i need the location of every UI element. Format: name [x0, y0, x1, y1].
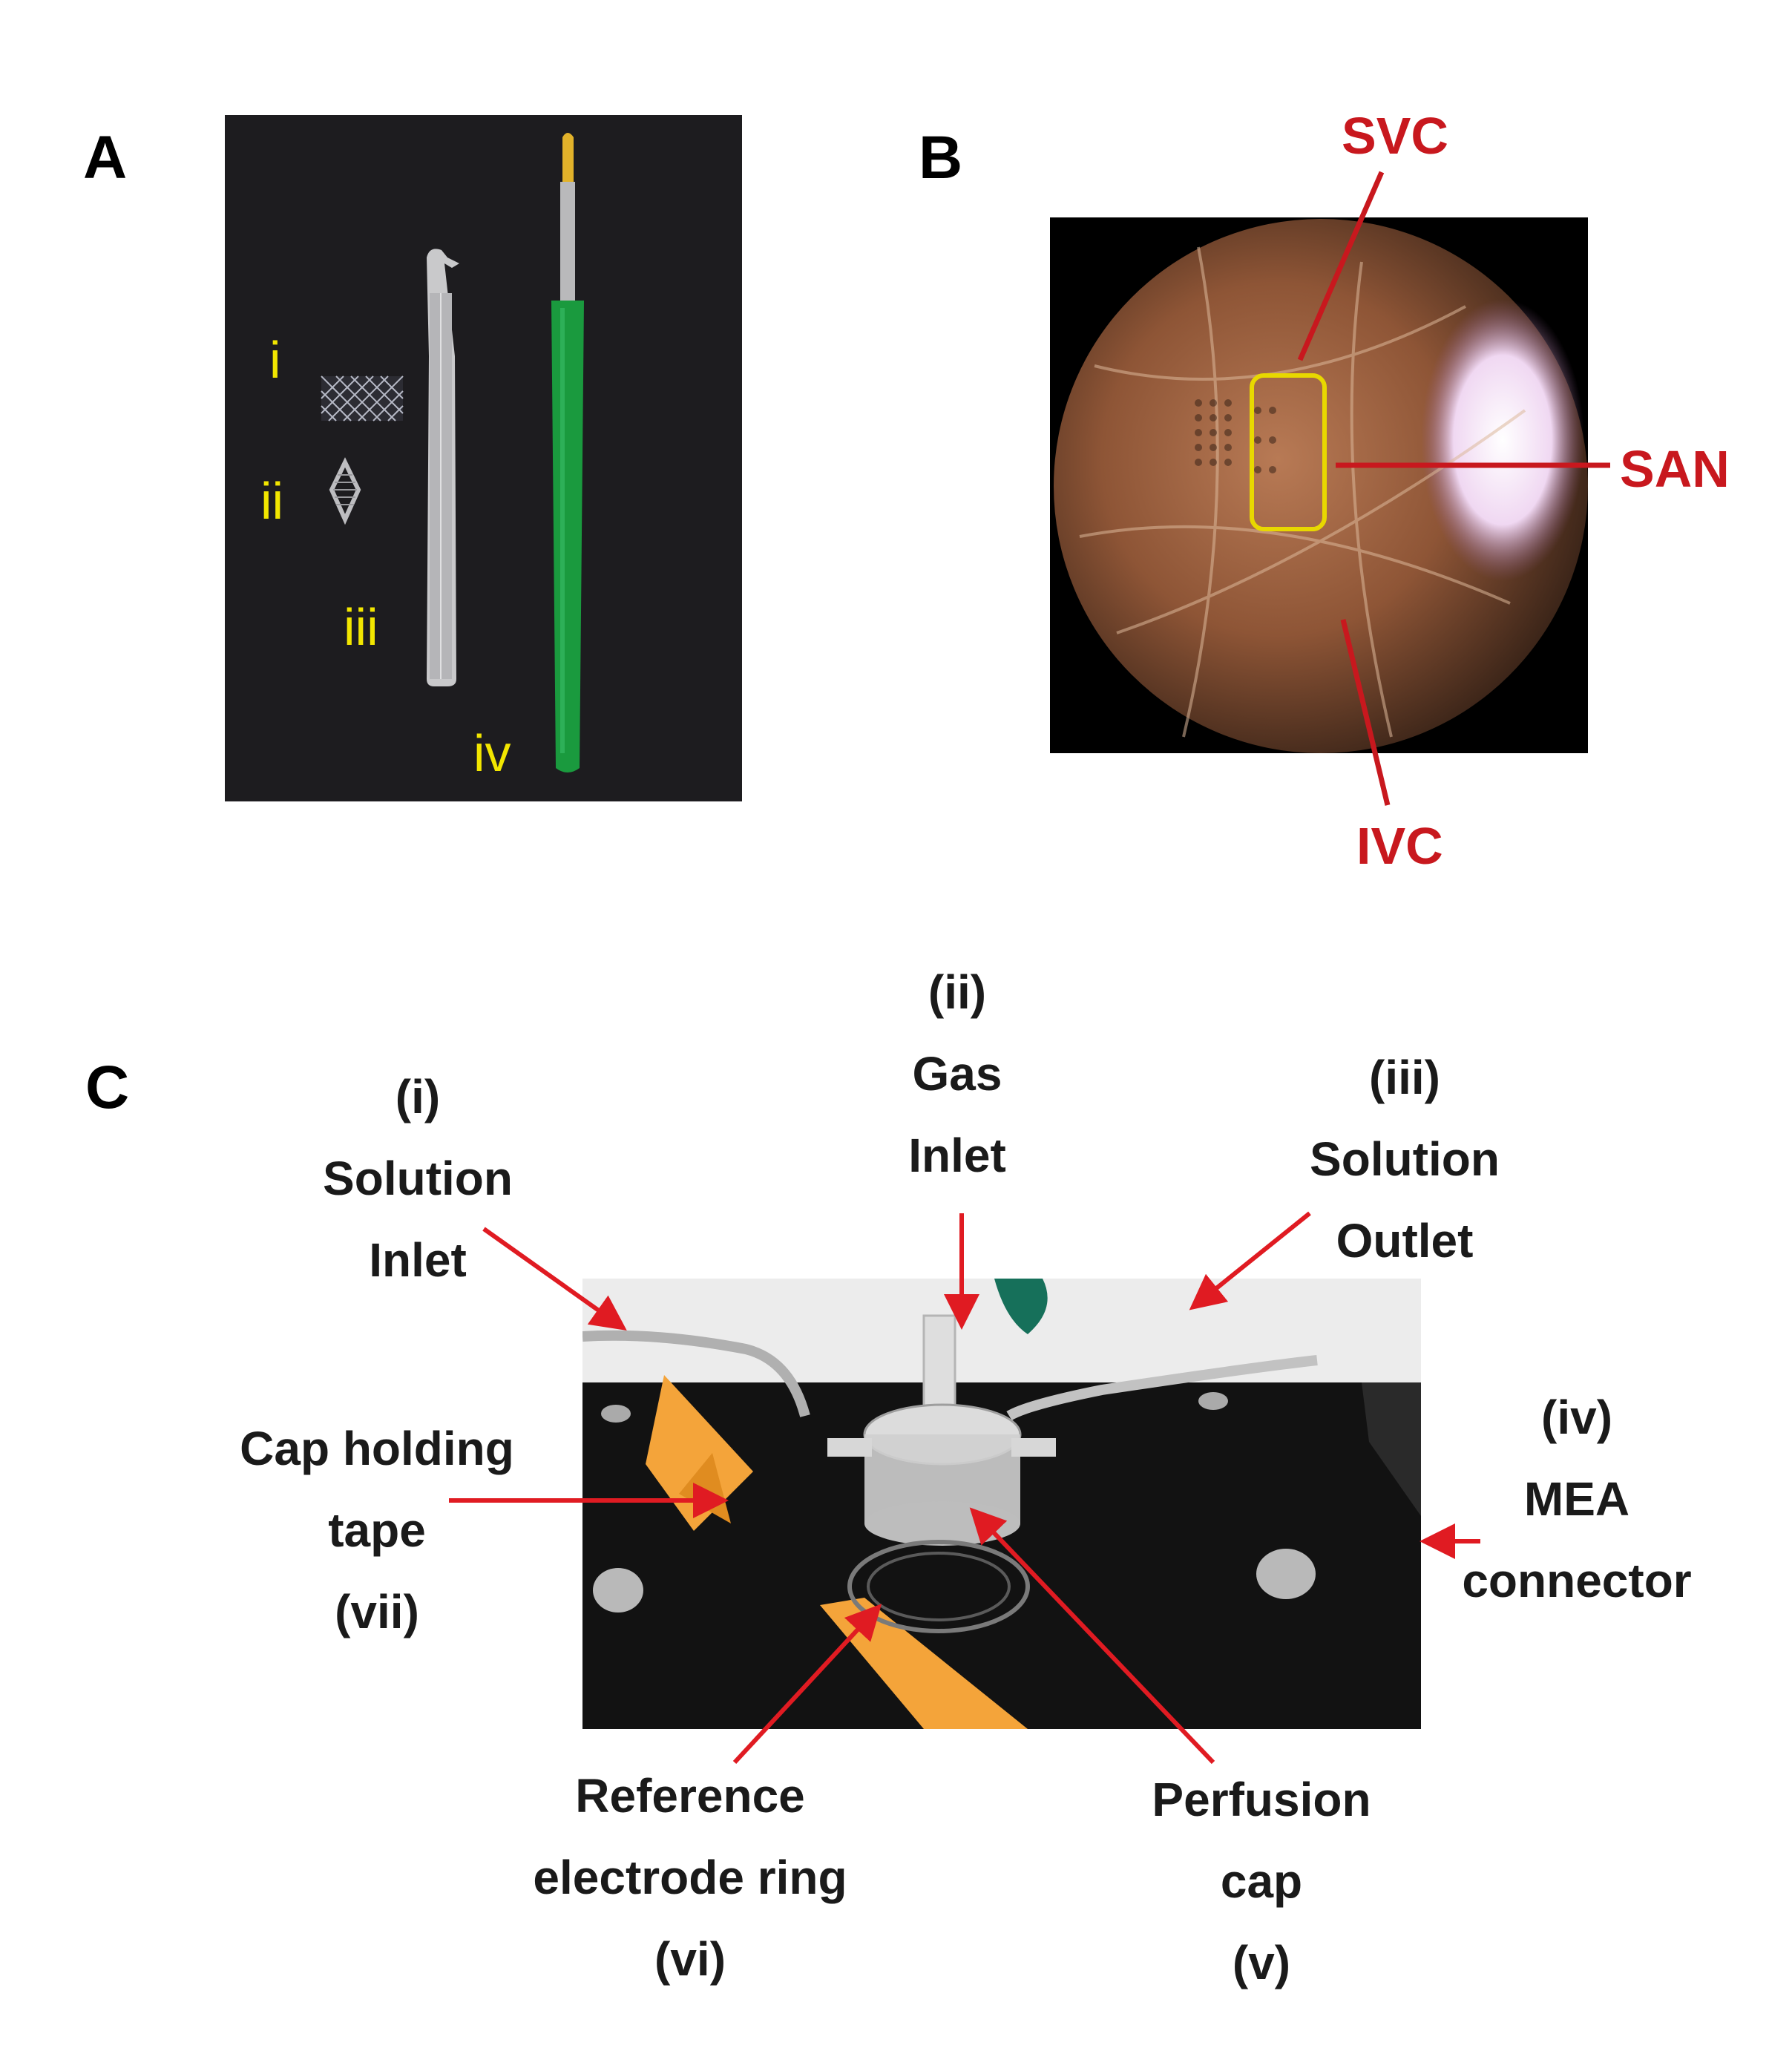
item-label-iv: iv [473, 724, 511, 782]
perfusion-setup-illustration [582, 1279, 1421, 1729]
solution-outlet-label: (iii) Solution Outlet [1256, 1037, 1553, 1282]
gas-inlet-label: (ii) Gas Inlet [809, 951, 1106, 1196]
reference-ring-line1: Reference [575, 1769, 805, 1823]
paint-brush [551, 133, 584, 772]
tweezers [427, 249, 459, 686]
reference-ring-label: Reference electrode ring (vi) [505, 1755, 876, 2000]
tissue-micrograph [1054, 219, 1588, 753]
cap-tape-line2: tape [328, 1503, 426, 1557]
mea-connector-label: (iv) MEA connector [1428, 1377, 1725, 1621]
panel-b-micrograph [1050, 217, 1588, 753]
reference-ring-line2: electrode ring [533, 1851, 847, 1904]
gas-inlet-line2: Inlet [908, 1129, 1006, 1182]
panel-a-photo: i ii iii iv [225, 115, 742, 801]
cap-tape-label: Cap holding tape (vii) [210, 1408, 544, 1653]
instrument-illustration [321, 133, 584, 772]
san-region-box [1250, 373, 1327, 531]
gas-inlet-line1: Gas [912, 1047, 1002, 1100]
solution-inlet-label: (i) Solution Inlet [269, 1056, 566, 1301]
solution-inlet-num: (i) [395, 1070, 441, 1123]
san-label: SAN [1620, 440, 1730, 498]
panel-c-letter: C [85, 1054, 130, 1121]
slice-harp [329, 457, 361, 525]
solution-inlet-line1: Solution [323, 1152, 513, 1205]
item-label-ii: ii [260, 472, 284, 530]
item-label-i: i [269, 331, 281, 389]
perfusion-cap-line1: Perfusion [1152, 1773, 1371, 1826]
solution-outlet-line2: Outlet [1336, 1214, 1474, 1267]
svc-label: SVC [1342, 107, 1448, 165]
cap-tape-line1: Cap holding [240, 1422, 514, 1475]
solution-inlet-line2: Inlet [369, 1233, 467, 1287]
solution-outlet-line1: Solution [1310, 1132, 1500, 1186]
mea-connector-line1: MEA [1523, 1472, 1630, 1526]
gas-inlet-num: (ii) [928, 965, 987, 1019]
ivc-label: IVC [1356, 817, 1443, 875]
solution-outlet-num: (iii) [1369, 1051, 1440, 1104]
cap-tape-num: (vii) [335, 1585, 419, 1638]
panel-c-photo [582, 1279, 1421, 1729]
perfusion-cap-line2: cap [1220, 1854, 1303, 1908]
item-label-iii: iii [344, 598, 378, 656]
perfusion-cap-label: Perfusion cap (v) [1113, 1759, 1410, 2004]
mea-connector-line2: connector [1462, 1554, 1692, 1607]
panel-b-letter: B [919, 124, 963, 191]
reference-ring-num: (vi) [654, 1932, 726, 1986]
panel-a-letter: A [83, 124, 128, 191]
mea-connector-num: (iv) [1541, 1391, 1612, 1444]
perfusion-cap-num: (v) [1232, 1936, 1291, 1989]
mesh-grid [321, 375, 404, 421]
